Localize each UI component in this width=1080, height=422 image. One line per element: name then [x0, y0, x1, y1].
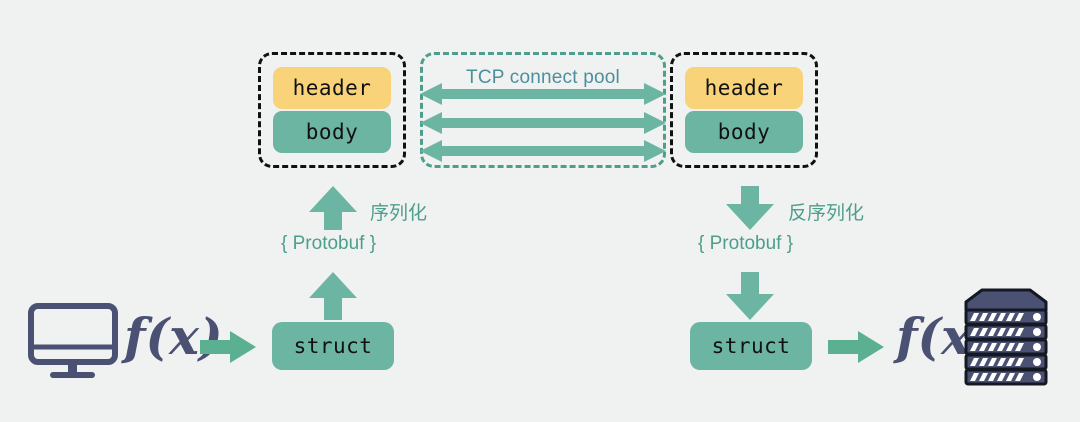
tcp-connection-3	[420, 140, 666, 162]
server-rack-icon	[964, 288, 1048, 386]
server-struct-box: struct	[690, 322, 812, 370]
tcp-pool-connections	[420, 83, 666, 162]
tcp-connect-pool: TCP connect pool	[420, 52, 666, 168]
server-protobuf-label: { Protobuf }	[698, 233, 794, 254]
client-flow-arrow-icon	[200, 331, 256, 363]
deserialize-arrow-lower-icon	[726, 272, 774, 320]
server-flow-arrow-icon	[828, 331, 884, 363]
server-packet-box: header body	[670, 52, 818, 168]
client-packet-box: header body	[258, 52, 406, 168]
tcp-connection-1	[420, 83, 666, 105]
deserialize-label: 反序列化	[788, 203, 865, 224]
monitor-icon	[28, 303, 118, 378]
client-packet-header: header	[273, 67, 391, 109]
client-protobuf-label: { Protobuf }	[281, 233, 377, 254]
serialize-arrow-lower-icon	[309, 272, 357, 320]
serialize-label: 序列化	[370, 203, 428, 224]
client-packet-body: body	[273, 111, 391, 153]
tcp-connection-2	[420, 112, 666, 134]
deserialize-arrow-upper-icon	[726, 186, 774, 230]
tcp-pool-title: TCP connect pool	[466, 67, 620, 88]
server-packet-body: body	[685, 111, 803, 153]
serialize-arrow-upper-icon	[309, 186, 357, 230]
client-struct-box: struct	[272, 322, 394, 370]
server-packet-header: header	[685, 67, 803, 109]
